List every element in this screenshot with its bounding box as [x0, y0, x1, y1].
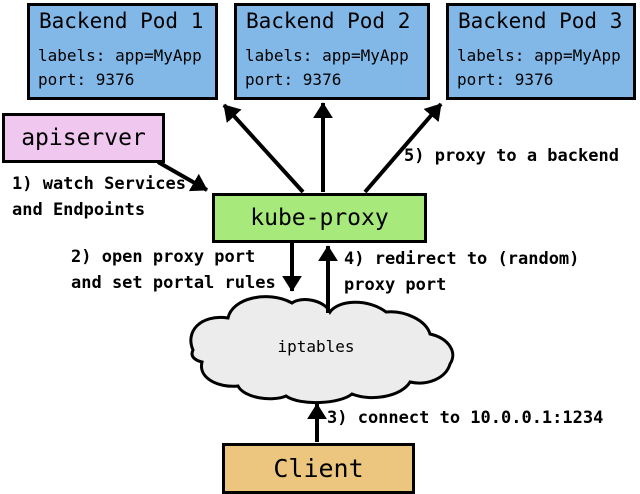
- apiserver-label: apiserver: [21, 125, 146, 151]
- backend-pod-3-labels: labels: app=MyApp: [457, 46, 621, 65]
- backend-pod-3-port: port: 9376: [457, 70, 554, 89]
- backend-pod-2-labels: labels: app=MyApp: [245, 46, 409, 65]
- annotation-step-5-proxy-to-backend: 5) proxy to a backend: [404, 146, 619, 166]
- apiserver-box: apiserver: [2, 113, 165, 163]
- annotation-step-4-redirect: 4) redirect to (random) proxy port: [344, 249, 580, 295]
- kube-proxy-label: kube-proxy: [250, 205, 389, 231]
- backend-pod-1-port: port: 9376: [38, 70, 135, 89]
- backend-pod-3-title: Backend Pod 3: [458, 9, 623, 33]
- backend-pod-1-labels: labels: app=MyApp: [38, 46, 202, 65]
- annotation-step-3-connect: 3) connect to 10.0.0.1:1234: [327, 408, 604, 428]
- client-box: Client: [222, 443, 415, 494]
- backend-pod-1-title: Backend Pod 1: [39, 9, 204, 33]
- arrow-kube-proxy-to-pod-3: [363, 102, 443, 194]
- backend-pod-2-box: Backend Pod 2 labels: app=MyApp port: 93…: [234, 3, 430, 100]
- arrow-apiserver-to-kube-proxy: [157, 160, 208, 192]
- arrow-kube-proxy-to-pod-1: [222, 103, 305, 194]
- backend-pod-3-box: Backend Pod 3 labels: app=MyApp port: 93…: [446, 3, 636, 100]
- client-label: Client: [273, 454, 364, 483]
- backend-pod-1-box: Backend Pod 1 labels: app=MyApp port: 93…: [27, 3, 218, 100]
- iptables-label: iptables: [277, 337, 355, 356]
- backend-pod-2-port: port: 9376: [245, 70, 342, 89]
- annotation-step-2-open-proxy-port: 2) open proxy port and set portal rules: [71, 247, 276, 293]
- kube-proxy-box: kube-proxy: [212, 193, 427, 243]
- backend-pod-2-title: Backend Pod 2: [246, 9, 411, 33]
- annotation-step-1-watch-services: 1) watch Services and Endpoints: [12, 174, 186, 220]
- iptables-cloud-shape: [189, 295, 455, 405]
